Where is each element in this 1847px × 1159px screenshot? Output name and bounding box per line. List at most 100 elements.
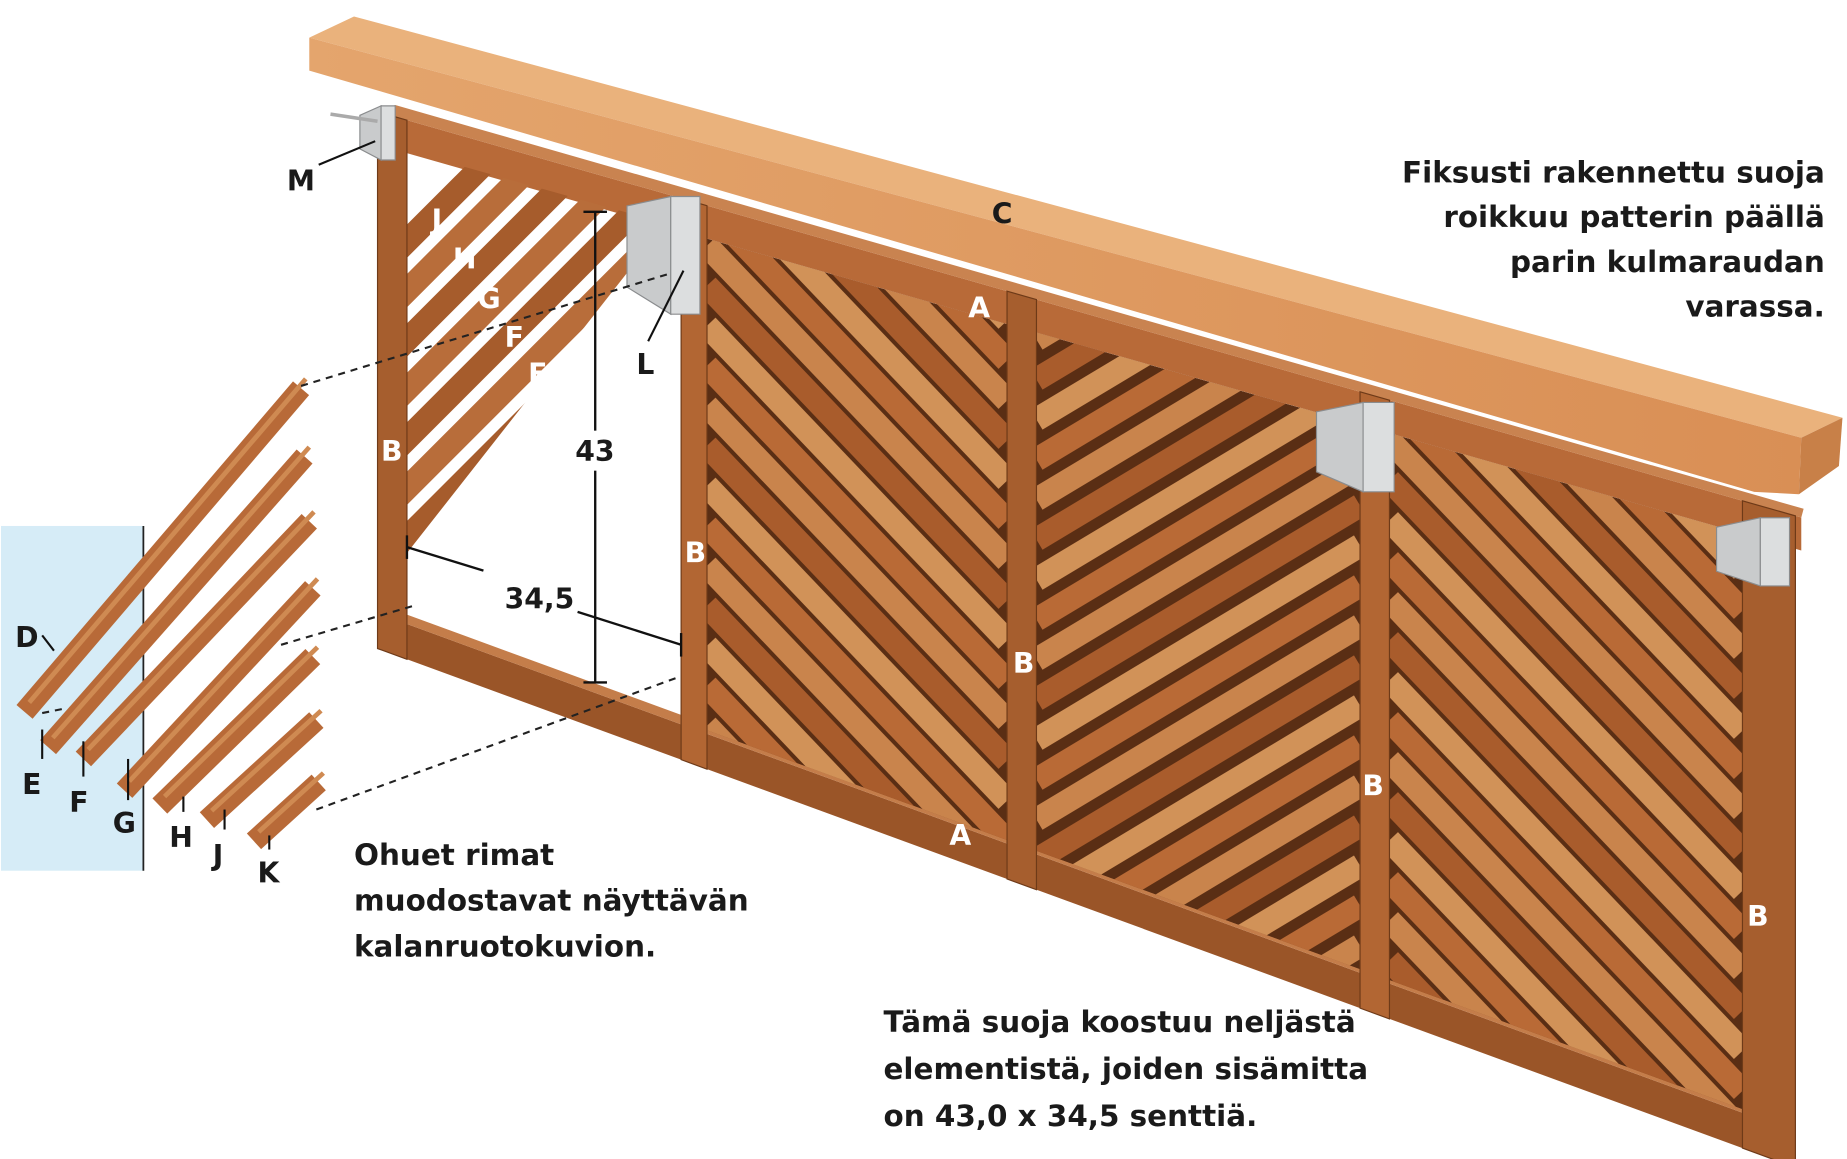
top-rail-a-edge <box>377 105 1804 518</box>
post-b <box>1006 290 1038 891</box>
loose-slat <box>75 513 317 767</box>
slat <box>706 797 760 841</box>
label-h-frame: H <box>453 242 477 275</box>
slat <box>706 357 1008 689</box>
slat <box>1389 1072 1437 1110</box>
bracket-side <box>626 195 672 316</box>
slat <box>1036 655 1361 870</box>
loose-slat-edge <box>127 577 320 783</box>
caption-line: Ohuet rimat <box>354 838 554 872</box>
label-g: G <box>113 807 136 840</box>
slat <box>1036 332 1074 350</box>
slat <box>718 238 1008 529</box>
label-l: L <box>636 348 654 381</box>
loose-slat <box>199 712 324 828</box>
slat <box>1389 472 1743 859</box>
slat <box>1389 1120 1390 1121</box>
slat <box>1036 615 1361 830</box>
label-f-frame: F <box>505 321 524 354</box>
label-e: E <box>22 768 41 801</box>
slat <box>1389 433 1743 819</box>
loose-slat-edge <box>51 445 312 740</box>
label-d: D <box>15 621 38 654</box>
caption-line: kalanruotokuvion. <box>354 930 656 964</box>
slat <box>1036 455 1361 670</box>
caption-line: varassa. <box>1685 290 1824 324</box>
label-b-4: B <box>1362 769 1384 802</box>
label-e-frame: E <box>528 358 547 391</box>
slat <box>706 437 1008 769</box>
label-b-1: B <box>381 435 403 468</box>
slat <box>1036 575 1361 790</box>
slat <box>1036 495 1361 710</box>
label-j-frame: J <box>430 203 443 236</box>
slat <box>1389 752 1742 1110</box>
slat <box>1036 535 1361 750</box>
slat <box>1389 792 1704 1110</box>
slat <box>1036 375 1361 590</box>
label-b-2: B <box>685 536 707 569</box>
label-h: H <box>169 821 193 854</box>
bracket-front <box>670 195 701 315</box>
slat <box>1389 632 1743 1019</box>
bracket-m-tab <box>330 112 378 123</box>
slat <box>706 477 1008 809</box>
caption-line: muodostavat näyttävän <box>354 884 749 918</box>
caption-line: on 43,0 x 34,5 senttiä. <box>883 1099 1257 1133</box>
dimension-height: 43 <box>575 435 614 468</box>
bottom-rail-a-top <box>383 614 1772 1124</box>
frame <box>377 105 1804 1159</box>
label-j: J <box>211 839 224 872</box>
caption-bottom: Tämä suoja koostuu neljästä elementistä,… <box>883 1005 1368 1133</box>
label-b-5: B <box>1747 900 1769 933</box>
caption-line: roikkuu patterin päällä <box>1443 200 1824 234</box>
slat <box>706 837 722 841</box>
slat <box>1389 592 1743 979</box>
label-k: K <box>258 856 281 889</box>
panel-4 <box>1389 433 1743 1121</box>
slat <box>1389 512 1743 899</box>
label-k-frame: K <box>409 165 432 198</box>
label-a-bottom: A <box>949 819 971 852</box>
slat <box>756 238 1008 489</box>
slat <box>1389 672 1743 1059</box>
loose-slat <box>246 774 326 850</box>
bracket-front <box>380 105 396 161</box>
slat <box>1389 1032 1475 1110</box>
slat <box>706 317 1008 649</box>
loose-slat <box>152 648 321 814</box>
slat <box>706 557 989 841</box>
slat <box>706 397 1008 729</box>
label-b-3: B <box>1013 647 1035 680</box>
slat <box>1389 712 1743 1099</box>
leader-lines <box>41 140 685 850</box>
slat <box>1036 415 1361 630</box>
post-b <box>1741 500 1796 1159</box>
label-m: M <box>287 165 315 198</box>
label-f: F <box>69 786 88 819</box>
caption-line: parin kulmaraudan <box>1510 245 1825 279</box>
loose-slat <box>116 581 321 798</box>
label-g-frame: G <box>478 282 501 315</box>
loose-slat-edge <box>210 708 323 813</box>
label-a-top: A <box>968 292 990 325</box>
slat <box>1036 695 1361 910</box>
angle-brackets <box>330 104 1791 587</box>
top-rail-a <box>377 111 1802 551</box>
loose-slat <box>16 381 310 719</box>
caption-line: Fiksusti rakennettu suoja <box>1402 155 1825 189</box>
post-b <box>1359 391 1391 1020</box>
caption-line: elementistä, joiden sisämitta <box>883 1052 1368 1086</box>
bracket-front <box>1362 401 1395 493</box>
loose-slat-edge <box>27 377 308 704</box>
loose-slat-edge <box>257 771 325 834</box>
caption-line: Tämä suoja koostuu neljästä <box>883 1005 1355 1039</box>
slat <box>1401 433 1743 779</box>
slat <box>706 277 1008 609</box>
slat <box>706 517 1008 841</box>
bracket-front <box>1759 517 1791 587</box>
slat <box>1036 332 1141 390</box>
top-board-c <box>309 16 1843 495</box>
bracket-side <box>359 104 382 162</box>
